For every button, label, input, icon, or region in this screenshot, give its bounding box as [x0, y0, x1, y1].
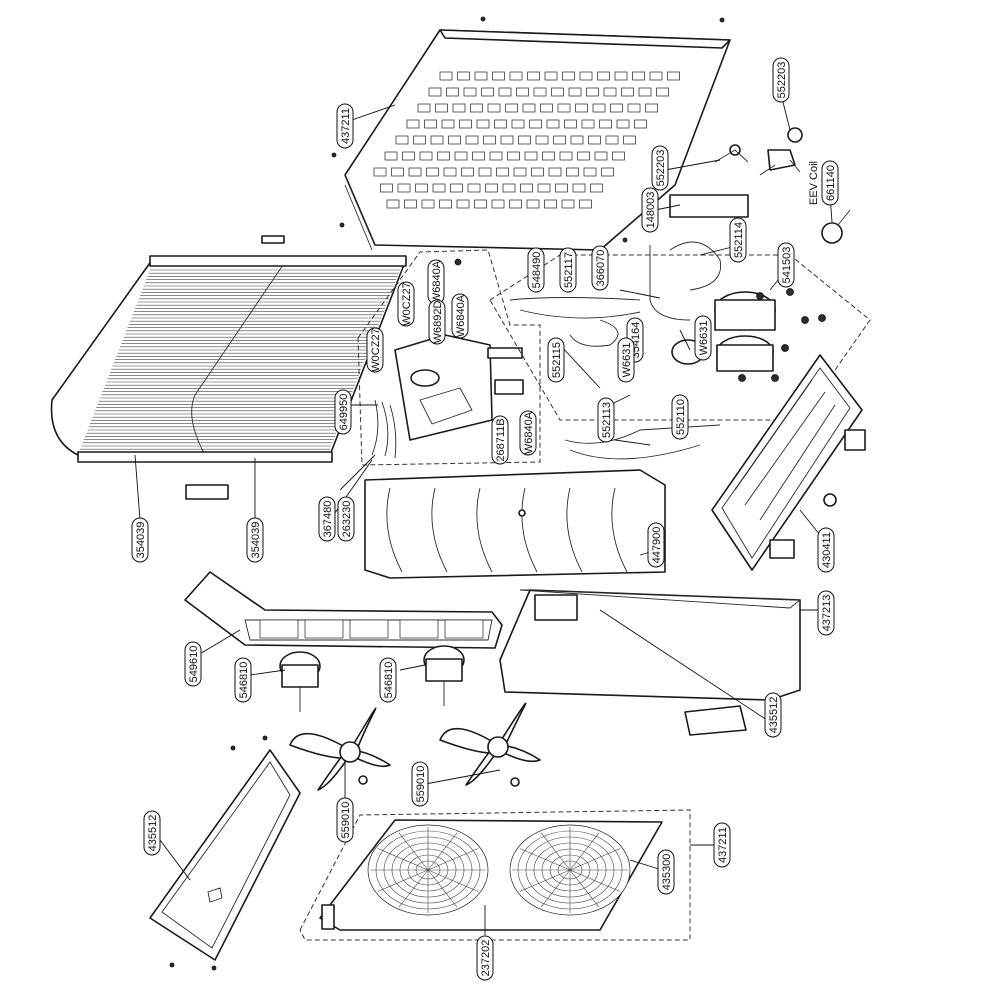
label-text: 661140	[825, 165, 837, 201]
label-text: 546810	[238, 662, 250, 699]
label-text: W6840A	[455, 294, 467, 337]
label-text: W0CZ27	[401, 282, 413, 325]
label-text: 237202	[480, 940, 492, 977]
label-text: 367480	[322, 501, 334, 538]
label-text: W6840A	[431, 260, 443, 303]
label-148003: 148003	[641, 187, 659, 233]
label-437211-top: 437211	[336, 103, 354, 149]
label-354039-a: 354039	[131, 517, 149, 563]
label-W6631-1: W6631	[694, 315, 712, 361]
label-text: 549610	[188, 646, 200, 683]
label-text: 354039	[135, 522, 147, 559]
control-box-group	[357, 249, 541, 466]
label-text: 548490	[531, 252, 543, 289]
fan-motor-right	[423, 645, 465, 706]
label-367480: 367480	[318, 496, 336, 542]
top-grille-panel	[261, 16, 731, 251]
label-text: 541503	[781, 247, 793, 284]
label-text: 437213	[821, 595, 833, 632]
label-552114: 552114	[729, 217, 747, 263]
label-437213: 437213	[817, 590, 835, 636]
label-text: 263230	[341, 501, 353, 538]
label-text: 437211	[717, 827, 729, 863]
label-W6840A-1: W6840A	[427, 259, 445, 305]
label-546810-a: 546810	[234, 657, 252, 703]
fan-blade-left	[289, 707, 391, 791]
label-text: W6892D	[432, 301, 444, 344]
label-text: 552110	[675, 399, 687, 435]
label-435300: 435300	[657, 849, 675, 895]
label-447900: 447900	[647, 522, 665, 568]
label-text: 546810	[383, 662, 395, 699]
label-text: 552203	[776, 62, 788, 99]
motor-bracket	[184, 571, 503, 649]
label-263230: 263230	[337, 496, 355, 542]
label-541503: 541503	[777, 242, 795, 288]
label-559010-a: 559010	[336, 797, 354, 843]
label-text: 148003	[645, 192, 657, 229]
label-text: 354039	[250, 522, 262, 559]
label-text: W6840A	[523, 411, 535, 454]
front-panel	[364, 469, 666, 579]
label-W6840A-3: W6840A	[519, 410, 537, 456]
label-366070: 366070	[591, 245, 609, 291]
label-437211-bottom: 437211	[713, 822, 731, 868]
label-354039-b: 354039	[246, 517, 264, 563]
label-552203-a: 552203	[772, 57, 790, 103]
label-268711B: 268711B	[491, 415, 509, 465]
label-eev-coil: EEV Coil	[808, 161, 820, 205]
label-text: 559010	[340, 802, 352, 839]
label-text: 437211	[340, 108, 352, 144]
label-430411: 430411	[817, 527, 835, 573]
label-549610: 549610	[184, 641, 202, 687]
label-text: 552203	[655, 150, 667, 187]
label-text: W0CZ27	[370, 328, 382, 371]
label-text: 559010	[415, 766, 427, 803]
fan-blade-right	[439, 702, 541, 787]
label-W0CZ27-2: W0CZ27	[366, 327, 384, 373]
label-text: W6631	[698, 321, 710, 356]
label-text: 268711B	[495, 418, 507, 461]
label-552115: 552115	[547, 337, 565, 383]
side-panel	[499, 589, 802, 736]
label-559010-b: 559010	[411, 761, 429, 807]
label-text: 552115	[551, 342, 563, 378]
label-552203-b: 552203	[651, 145, 669, 191]
label-435512-a: 435512	[764, 692, 782, 738]
front-frame	[149, 735, 301, 971]
eev-valves	[714, 127, 851, 244]
label-548490: 548490	[527, 247, 545, 293]
label-W6840A-2: W6840A	[451, 293, 469, 339]
label-552113: 552113	[597, 397, 615, 443]
label-W6892D: W6892D	[428, 299, 446, 345]
label-text: 552113	[601, 402, 613, 438]
label-661140: 661140	[821, 160, 839, 206]
label-text: 430411	[821, 532, 833, 568]
label-text: 649950	[338, 394, 350, 431]
label-text: 366070	[595, 250, 607, 287]
fan-guard-panel	[299, 809, 691, 941]
eev-coil-text: EEV Coil	[808, 161, 820, 205]
label-text: 435512	[147, 815, 159, 852]
label-546810-b: 546810	[379, 657, 397, 703]
compressor-piping-group	[489, 194, 871, 460]
label-552117: 552117	[559, 247, 577, 293]
label-W0CZ27-1: W0CZ27	[397, 281, 415, 327]
label-W6631-2: W6631	[617, 337, 635, 383]
label-text: 435300	[661, 854, 673, 891]
callout-labels: 437211 552203 552203 148003 552114 54150…	[131, 57, 839, 981]
label-text: 552117	[563, 252, 575, 288]
condenser-coil	[50, 255, 407, 500]
label-435512-b: 435512	[143, 810, 161, 856]
label-649950: 649950	[334, 389, 352, 435]
label-237202: 237202	[476, 935, 494, 981]
label-text: 447900	[651, 527, 663, 564]
fan-motor-left	[279, 651, 321, 712]
base-pan	[711, 354, 866, 571]
label-text: W6631	[621, 343, 633, 378]
label-text: 552114	[733, 222, 745, 258]
label-text: 435512	[768, 697, 780, 734]
label-552110: 552110	[671, 394, 689, 440]
